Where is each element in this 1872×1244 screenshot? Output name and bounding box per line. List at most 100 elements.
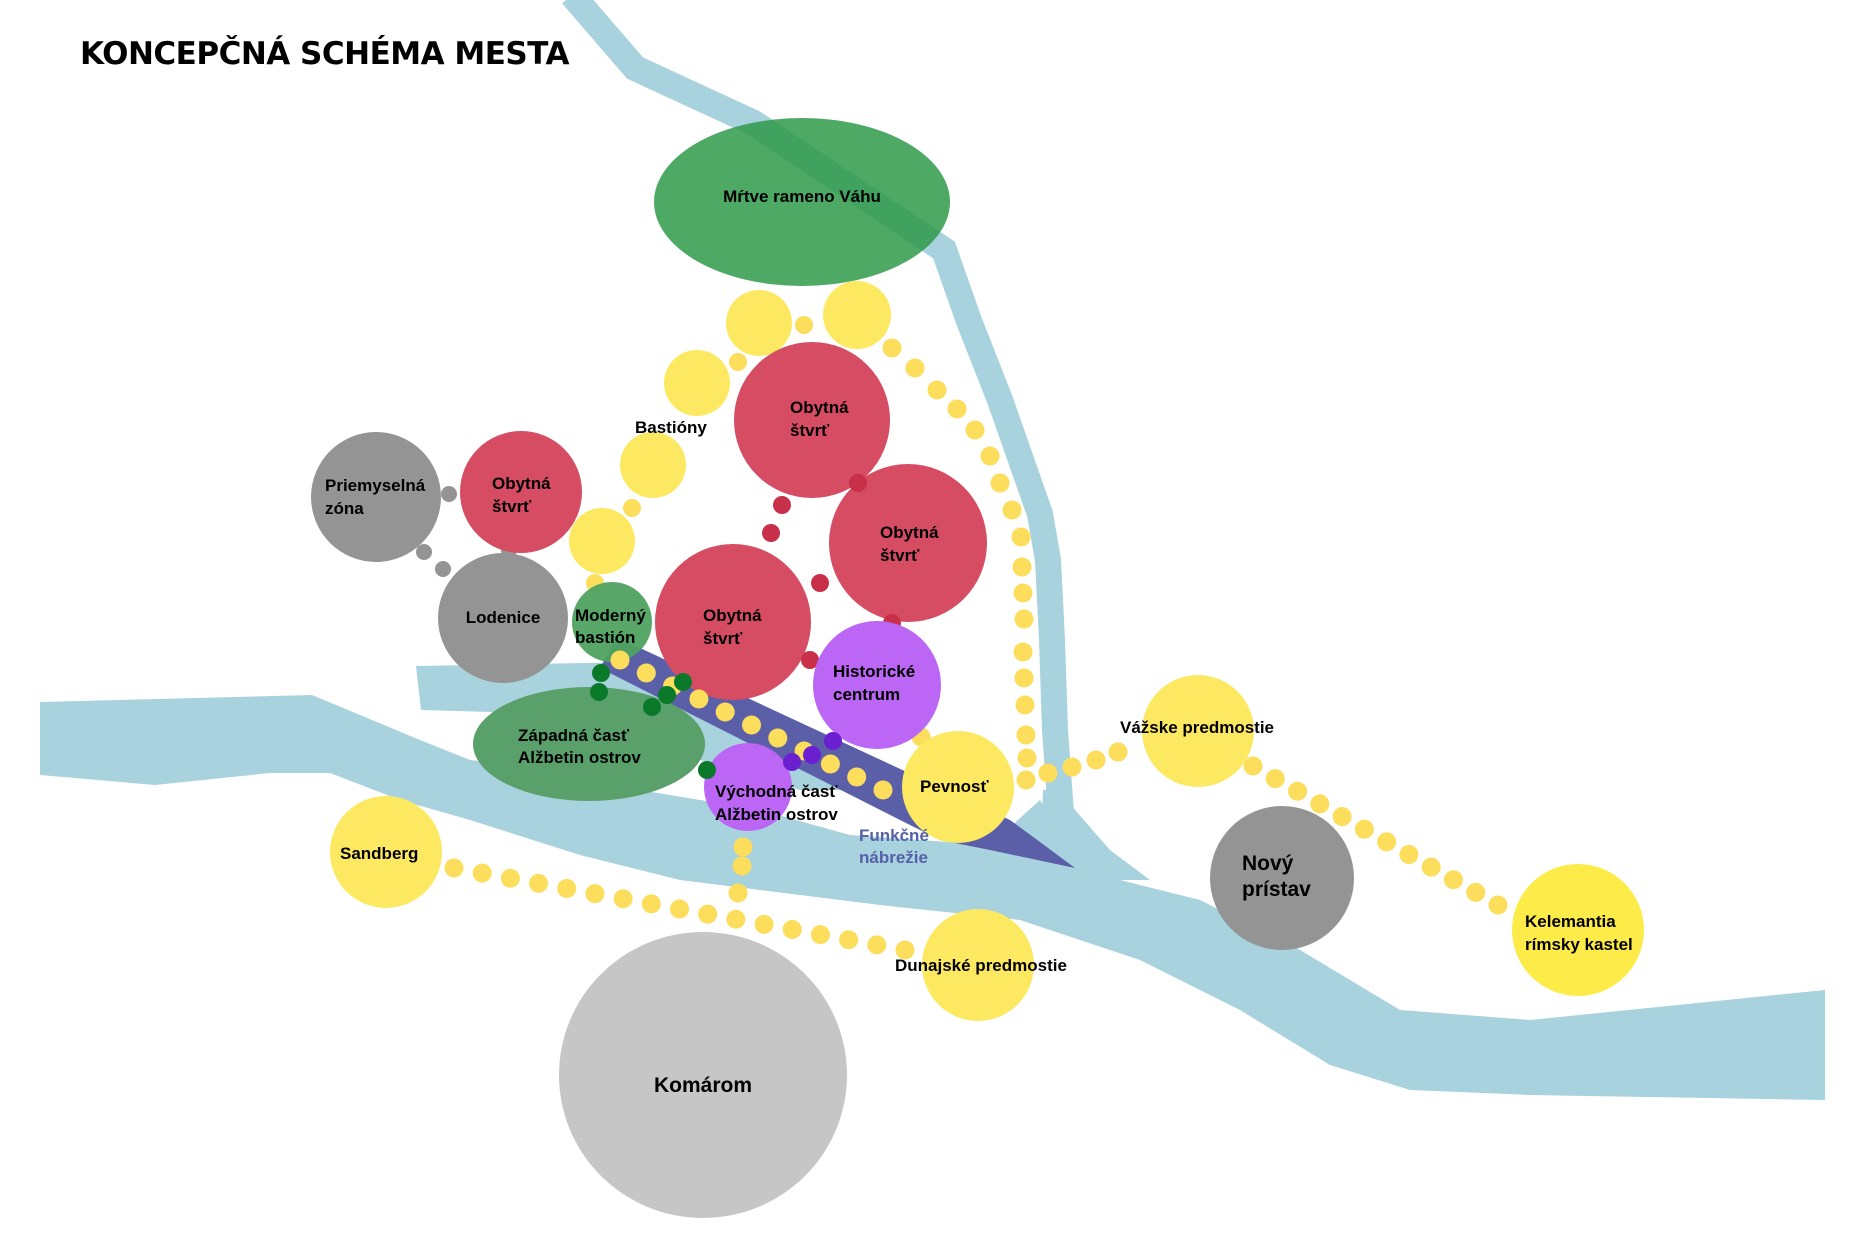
bastion-circle[interactable] [569, 508, 635, 574]
kelemantia-circle[interactable] [1512, 864, 1644, 996]
purple-dots [783, 732, 842, 771]
embankment-dots [610, 650, 893, 800]
trail-dot [990, 473, 1010, 493]
bastion-dot [729, 353, 747, 371]
gray-dot [416, 544, 432, 560]
industrial-zone-label-1: Priemyselná [325, 476, 426, 495]
trail-dot [1013, 583, 1033, 603]
red-dot [801, 651, 819, 669]
shipyard-label: Lodenice [466, 608, 541, 627]
purple-dot [824, 732, 842, 750]
fortress-circle[interactable] [902, 731, 1014, 843]
trail-dot [1466, 882, 1486, 902]
new-port-label-1: Nový [1242, 852, 1294, 875]
trail-dot [1354, 819, 1374, 839]
green-dot [590, 683, 608, 701]
east-island-label-2: Alžbetin ostrov [715, 805, 838, 824]
vah-bridgehead-circle[interactable] [1142, 675, 1254, 787]
red-dot [773, 496, 791, 514]
historic-centre-label-1: Historické [833, 662, 915, 681]
industrial-zone-circle[interactable] [311, 432, 441, 562]
trail-dot [1017, 748, 1037, 768]
fortress-label: Pevnosť [920, 777, 989, 796]
trail-dot [585, 884, 605, 904]
trail-dot [873, 780, 893, 800]
west-island-label-2: Alžbetin ostrov [518, 748, 641, 767]
green-dot [674, 673, 692, 691]
trail-dot [689, 689, 709, 709]
modern-bastion-circle[interactable] [572, 582, 652, 662]
trail-dot [728, 883, 748, 903]
residential-circle-east[interactable] [829, 464, 987, 622]
modern-bastion-label-1: Moderný [575, 606, 646, 625]
modern-bastion-label-2: bastión [575, 628, 635, 647]
trail-dot [715, 702, 735, 722]
sandberg-circle[interactable] [330, 796, 442, 908]
trail-dot [980, 446, 1000, 466]
green-dot [698, 761, 716, 779]
bastion-circle[interactable] [620, 432, 686, 498]
dead-arm-label: Mŕtve rameno Váhu [723, 187, 881, 206]
bastion-circle[interactable] [823, 281, 891, 349]
red-dot [762, 524, 780, 542]
residential-south-label-1: Obytná [703, 606, 762, 625]
east-island-circle[interactable] [704, 743, 792, 831]
trail-dot [670, 899, 689, 919]
residential-east-label-1: Obytná [880, 523, 939, 542]
trail-dot [1288, 781, 1308, 801]
residential-circle-south[interactable] [655, 544, 811, 700]
functional-embankment-label-1: Funkčné [859, 826, 929, 845]
page-title: KONCEPČNÁ SCHÉMA MESTA [80, 36, 569, 72]
trail-dot [557, 879, 577, 898]
komarom-circle[interactable] [559, 932, 847, 1218]
west-island-ellipse[interactable] [473, 687, 705, 801]
trail-dot [641, 894, 661, 914]
residential-circle-west[interactable] [460, 431, 582, 553]
dead-arm-ellipse[interactable] [654, 118, 950, 286]
shipyard-circle[interactable] [438, 553, 568, 683]
bastion-chain [569, 281, 891, 574]
bastions-label: Bastióny [635, 418, 707, 437]
green-dot [643, 698, 661, 716]
trail-dot [1038, 763, 1058, 783]
residential-north-label-1: Obytná [790, 398, 849, 417]
bastion-circle[interactable] [726, 290, 792, 356]
bastion-dot [623, 499, 641, 517]
trail-dot [1310, 794, 1330, 814]
gray-dot [435, 561, 451, 577]
danube-bridgehead-circle[interactable] [922, 909, 1034, 1021]
trail-dot [768, 728, 788, 748]
residential-circle-north[interactable] [734, 342, 890, 498]
vah-river [562, 0, 1078, 857]
kelemantia-label-1: Kelemantia [1525, 912, 1616, 931]
trail-dot [529, 873, 549, 893]
residential-west-label-1: Obytná [492, 474, 551, 493]
trail-dot [1243, 756, 1263, 776]
new-port-circle[interactable] [1210, 806, 1354, 950]
trail-dot [782, 920, 802, 939]
trail-dot [732, 856, 752, 876]
trail-dot [947, 399, 967, 419]
purple-dot [783, 753, 801, 771]
purple-dot [803, 746, 821, 764]
trail-dot [895, 940, 915, 960]
trail-dot [882, 338, 902, 358]
green-dot [592, 664, 610, 682]
east-island-label-1: Východná časť [715, 782, 838, 801]
trail-dot [867, 935, 887, 955]
trail-dot [810, 925, 830, 945]
green-dot [658, 686, 676, 704]
vah-bridgehead-label: Vážske predmostie [1120, 718, 1274, 737]
red-dot [849, 474, 867, 492]
red-dot [811, 574, 829, 592]
trail-dot [742, 715, 761, 735]
trail-dot [1015, 695, 1035, 715]
functional-embankment-label-2: nábrežie [859, 848, 928, 867]
historic-centre-circle[interactable] [813, 621, 941, 749]
trail-dot [1443, 870, 1463, 890]
bastion-circle[interactable] [664, 350, 730, 416]
sandberg-label: Sandberg [340, 844, 418, 863]
trail-dot [1011, 527, 1031, 547]
trail-dot [1265, 769, 1285, 789]
